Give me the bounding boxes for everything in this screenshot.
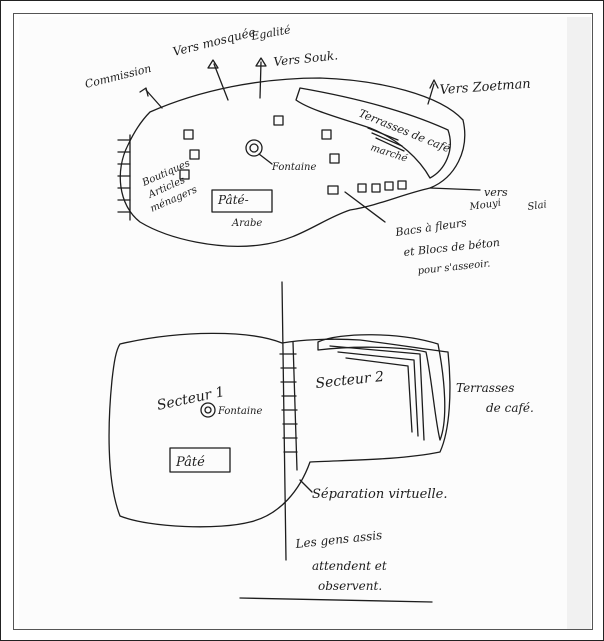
label-vers-1: vers	[484, 186, 508, 199]
arrow-mouyi	[429, 187, 481, 191]
top-square-outline	[119, 77, 466, 247]
terrace-zone-outline	[295, 87, 451, 179]
flower-boxes	[179, 115, 407, 195]
label-egalite: Egalité	[249, 23, 292, 43]
label-gens-1: Les gens assis	[294, 528, 383, 551]
facade-ticks	[117, 134, 131, 221]
arrow-commission	[139, 87, 163, 109]
market-hatching	[367, 127, 405, 152]
arrow-separation	[299, 479, 313, 493]
label-pate-bottom: Pâté	[175, 455, 205, 470]
label-fontaine-top: Fontaine	[271, 162, 316, 173]
label-secteur-2: Secteur 2	[315, 369, 385, 392]
arrow-zoetman	[427, 79, 439, 105]
label-bacs-1: Bacs à fleurs	[394, 216, 468, 239]
terrace-hatching	[329, 345, 425, 441]
fontaine-circle-top	[245, 139, 263, 157]
label-pate-2: Arabe	[231, 218, 262, 229]
arrow-souk	[255, 57, 267, 99]
label-commission: Commission	[84, 62, 153, 91]
separation-line	[279, 281, 298, 561]
label-vers-zoetman: Vers Zoetman	[439, 77, 531, 98]
label-vers-2: Mouyi	[468, 198, 502, 213]
label-gens-3: observent.	[318, 579, 382, 593]
fontaine-circle-bottom	[200, 402, 216, 418]
label-marche: marché	[369, 142, 409, 164]
label-vers-3: Slai	[527, 199, 548, 213]
page-bottom-line	[239, 597, 433, 603]
bottom-square-outline	[108, 332, 451, 528]
label-fontaine-bottom: Fontaine	[217, 406, 262, 417]
pate-box-bottom	[169, 447, 231, 473]
label-terrasses-2: de café.	[486, 401, 534, 415]
label-vers-souk: Vers Souk.	[273, 48, 339, 69]
label-terrasses-1: Terrasses	[456, 381, 514, 395]
arrow-bacs	[344, 191, 386, 223]
pate-arabe-box	[211, 189, 273, 213]
label-bacs-3: pour s'asseoir.	[417, 258, 491, 277]
terrace-zone-bottom	[317, 334, 446, 441]
label-bacs-2: et Blocs de béton	[403, 236, 501, 259]
paper-sheet	[19, 17, 567, 629]
label-separation: Séparation virtuelle.	[312, 487, 448, 502]
label-pate-1: Pâté-	[217, 193, 249, 207]
label-gens-2: attendent et	[312, 559, 387, 573]
arrow-mosquee	[207, 59, 229, 101]
paper-edge-shadow	[567, 17, 591, 629]
page-frame	[13, 13, 593, 630]
label-vers-mosquee: Vers mosquée	[171, 25, 257, 59]
